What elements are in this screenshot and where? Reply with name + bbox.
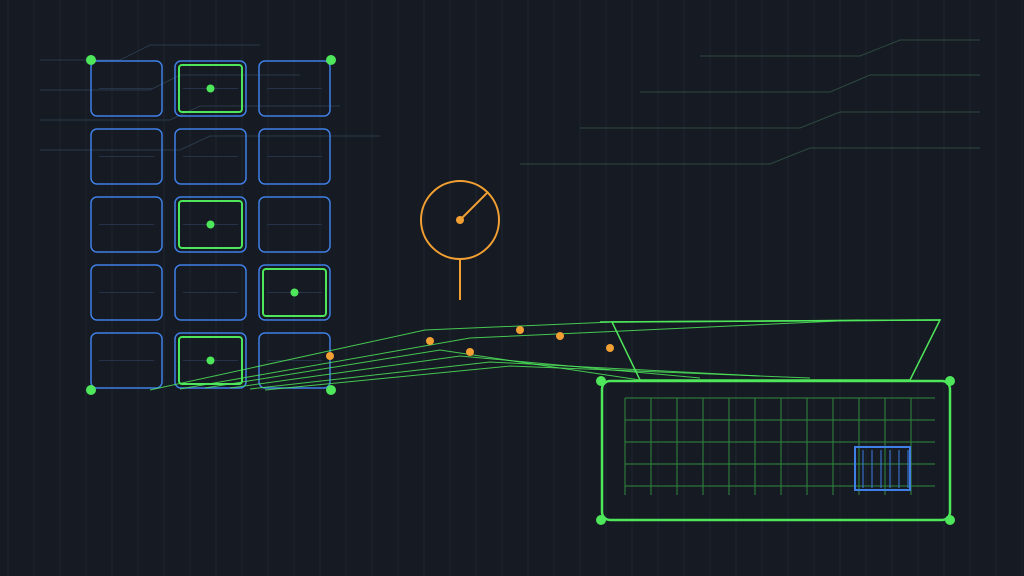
beam-line	[249, 361, 761, 390]
cell-frame	[258, 196, 331, 253]
grid-cell[interactable]	[90, 332, 163, 389]
grid-cell[interactable]	[258, 332, 331, 389]
cell-frame	[258, 264, 331, 321]
trace-line	[580, 111, 980, 129]
gauge-hub	[456, 216, 464, 224]
cell-frame	[90, 332, 163, 389]
trace-line	[40, 44, 260, 61]
cell-frame	[174, 128, 247, 185]
grid-cell[interactable]	[174, 332, 247, 389]
particle-icon	[466, 348, 474, 356]
cell-frame	[90, 60, 163, 117]
beam-line	[204, 349, 641, 389]
grid-cell[interactable]	[90, 196, 163, 253]
beam-line	[179, 319, 861, 390]
cell-frame	[90, 128, 163, 185]
trace-line	[640, 74, 980, 93]
transfer-beam	[149, 319, 861, 391]
grid-cell[interactable]	[174, 60, 247, 117]
cell-frame	[90, 196, 163, 253]
corner-handle-icon[interactable]	[86, 55, 96, 65]
cell-frame	[90, 264, 163, 321]
cell-frame	[174, 264, 247, 321]
selected-cell-highlight	[178, 64, 243, 113]
beam-line	[264, 365, 811, 391]
cell-frame	[258, 128, 331, 185]
cell-frame	[174, 196, 247, 253]
corner-handle-icon[interactable]	[945, 515, 955, 525]
cell-dot-icon	[290, 288, 299, 297]
gauge-needle	[459, 191, 489, 221]
cell-frame	[258, 60, 331, 117]
blue-key[interactable]	[854, 446, 911, 491]
grid-cell[interactable]	[258, 196, 331, 253]
corner-handle-icon[interactable]	[596, 376, 606, 386]
destination-frame[interactable]	[600, 379, 952, 522]
grid-cell[interactable]	[90, 264, 163, 321]
background-grid	[7, 0, 1023, 576]
trace-line	[700, 39, 980, 57]
trace-line	[520, 147, 980, 165]
source-corner-handles	[86, 55, 336, 395]
destination-corner-handles	[596, 376, 955, 525]
transfer-particles	[326, 326, 614, 360]
particle-icon	[326, 352, 334, 360]
particle-icon	[426, 337, 434, 345]
cell-dot-icon	[206, 356, 215, 365]
blue-key-lines	[862, 450, 909, 488]
corner-handle-icon[interactable]	[86, 385, 96, 395]
corner-handle-icon[interactable]	[596, 515, 606, 525]
corner-handle-icon[interactable]	[326, 55, 336, 65]
source-cell-grid	[90, 60, 331, 389]
particle-icon	[516, 326, 524, 334]
grid-cell[interactable]	[90, 128, 163, 185]
hopper-edge	[599, 319, 941, 323]
grid-cell[interactable]	[90, 60, 163, 117]
particle-icon	[556, 332, 564, 340]
corner-handle-icon[interactable]	[326, 385, 336, 395]
gauge-dial	[420, 180, 500, 260]
grid-cell[interactable]	[174, 128, 247, 185]
grid-cell[interactable]	[258, 60, 331, 117]
grid-cell[interactable]	[174, 196, 247, 253]
cell-dot-icon	[206, 84, 215, 93]
trace-line	[40, 74, 300, 91]
particle-icon	[606, 344, 614, 352]
trace-line	[40, 135, 380, 151]
cell-frame	[174, 60, 247, 117]
receiving-hopper	[599, 319, 942, 381]
gauge-icon	[420, 180, 500, 300]
grid-cell[interactable]	[174, 264, 247, 321]
corner-handle-icon[interactable]	[945, 376, 955, 386]
grid-cell[interactable]	[258, 264, 331, 321]
selected-cell-highlight	[178, 200, 243, 249]
cell-frame	[258, 332, 331, 389]
beam-line	[149, 321, 613, 391]
grid-cell[interactable]	[258, 128, 331, 185]
selected-cell-highlight	[262, 268, 327, 317]
circuit-traces-right	[520, 39, 980, 165]
cell-dot-icon	[206, 220, 215, 229]
destination-panel	[596, 376, 955, 525]
cell-frame	[174, 332, 247, 389]
